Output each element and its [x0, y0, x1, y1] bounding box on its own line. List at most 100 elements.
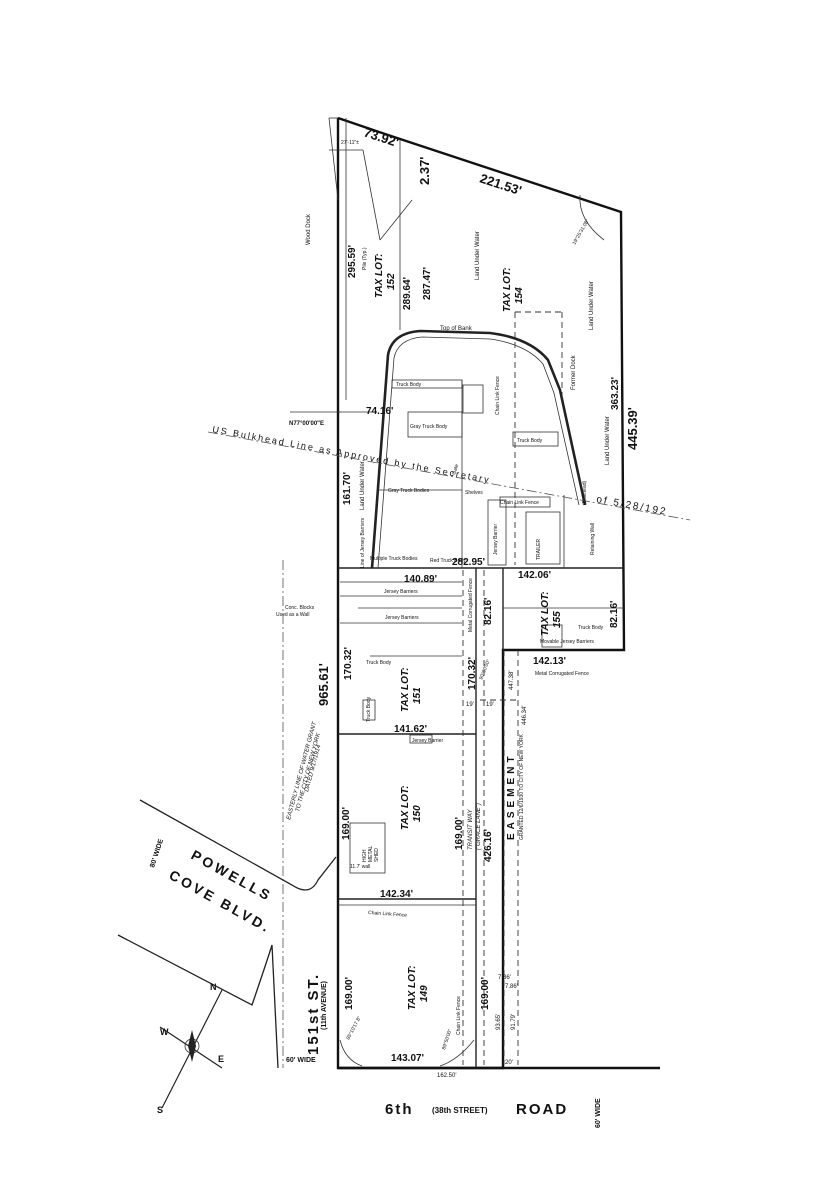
- jersey-barriers-2: Jersey Barriers: [385, 615, 419, 621]
- red-truck-body: Red Truck Body: [430, 558, 466, 564]
- multiple-truck-bodies: Multiple Truck Bodies: [370, 556, 418, 562]
- shed-label-3: SHED: [374, 848, 380, 862]
- line-jersey-barriers: Line of Jersey Barriers: [360, 517, 366, 568]
- easement-sub: GRANTED 12/6/1930 TO CITY OF NEW YORK: [519, 734, 525, 840]
- retaining-wall: Retaining Wall: [590, 523, 596, 555]
- tax-lot-154: TAX LOT: 154: [502, 267, 525, 312]
- dim-19-b: 19': [486, 702, 494, 708]
- angle-arcs: [339, 194, 605, 1067]
- dim-7-86-b: 7.86': [505, 984, 518, 990]
- tax-lot-152: TAX LOT: 152: [374, 253, 397, 298]
- dim-74-16: 74.16': [366, 406, 393, 417]
- shelves-label: Shelves: [465, 490, 483, 496]
- land-under-water-3: Land Under Water: [605, 416, 611, 465]
- dim-289-64: 289.64': [402, 277, 413, 310]
- dim-170-32-b: 170.32': [467, 657, 478, 690]
- dim-426-16: 426.16': [483, 829, 494, 862]
- gate-label: Gate: [451, 463, 460, 475]
- wood-dock: [328, 117, 413, 241]
- dim-143-07: 143.07': [391, 1053, 424, 1064]
- land-under-water-2: Land Under Water: [589, 281, 595, 330]
- truck-body-5: Truck Body: [366, 696, 372, 722]
- bulkhead-date: of 5/28/192: [595, 494, 668, 518]
- dim-287-47: 287.47': [422, 267, 433, 300]
- land-under-water-1: Land Under Water: [475, 231, 481, 280]
- truck-body-1: Truck Body: [396, 382, 422, 388]
- small-dim-label: 27'-11"±: [341, 140, 359, 146]
- land-under-water-4: Land Under Water: [360, 461, 366, 510]
- dim-169-00-c: 169.00': [344, 977, 355, 1010]
- shed-dim: 11.7' wall: [350, 864, 370, 870]
- dim-162-50: 162.50': [437, 1073, 457, 1079]
- gray-truck-body-1: Gray Truck Body: [410, 424, 448, 430]
- dim-221-53: 221.53': [478, 171, 523, 199]
- tax-lot-149-number: 149: [419, 985, 430, 1002]
- dim-91-79: 91.79': [511, 1014, 517, 1030]
- easement-label: EASEMENT: [506, 752, 517, 840]
- tax-lot-155-number: 155: [552, 611, 563, 628]
- street-6th-sub: (38th STREET): [432, 1106, 488, 1115]
- conc-blocks-2: Used as a Wall: [276, 612, 309, 618]
- chain-link-fence-2: Chain Link Fence: [495, 376, 501, 415]
- dim-169-00-a: 169.00': [341, 807, 352, 840]
- tax-lot-155: TAX LOT: 155: [540, 591, 563, 636]
- shed-label-1: HIGH: [362, 849, 368, 862]
- dim-169-00-d: 169.00': [480, 977, 491, 1010]
- former-dock-label: Former Dock: [571, 354, 577, 390]
- dim-295-59: 295.59': [347, 245, 358, 278]
- jersey-barrier-1: Jersey Barrier: [412, 738, 443, 744]
- truck-body-4: Truck Body: [366, 660, 392, 666]
- lot-lines: [338, 118, 624, 1068]
- dim-142-13: 142.13': [533, 656, 566, 667]
- pile-label: Pile (Typ.): [362, 247, 368, 270]
- dim-965-61: 965.61': [316, 663, 331, 706]
- dim-82-16-b: 82.16': [609, 601, 620, 628]
- tax-lot-155-label: TAX LOT:: [540, 591, 551, 636]
- bearing-label: N77°00'00"E: [289, 421, 324, 427]
- jersey-barrier-2: Jersey Barrier: [493, 524, 499, 555]
- bulkhead-line: [207, 411, 691, 521]
- top-of-bank-label: Top of Bank: [440, 326, 473, 332]
- site-features: [338, 379, 624, 906]
- tax-lot-151-number: 151: [412, 687, 423, 704]
- arc-label-3: 89°50'00": [441, 1028, 453, 1050]
- wood-dock-label: Wood Dock: [306, 213, 312, 245]
- street-151st-sub: (11th AVENUE): [321, 981, 328, 1030]
- shed-label-2: METAL: [368, 845, 374, 862]
- dim-169-00-b: 169.00': [454, 817, 465, 850]
- chain-link-fence-4: Chain Link Fence: [456, 996, 462, 1035]
- dim-7-86-a: 7.86': [498, 975, 511, 981]
- dim-82-16-a: 82.16': [483, 598, 494, 625]
- property-boundary: [329, 116, 660, 1070]
- truck-body-2: Truck Body: [517, 438, 543, 444]
- street-6th-width: 60' WIDE: [595, 1098, 602, 1128]
- street-151st: 151st ST.: [305, 973, 322, 1055]
- arc-label-2: 85°10'17.8": [345, 1015, 362, 1041]
- trailer-label: TRAILER: [536, 538, 542, 560]
- tax-lot-149-label: TAX LOT:: [407, 965, 418, 1010]
- tax-lot-151: TAX LOT: 151: [400, 667, 423, 712]
- tax-lot-154-number: 154: [514, 287, 525, 304]
- dim-19-a: 19': [466, 702, 474, 708]
- tax-lot-154-label: TAX LOT:: [502, 267, 513, 312]
- transit-way-1: TRANSIT WAY: [468, 809, 474, 850]
- tax-lot-150-label: TAX LOT:: [400, 785, 411, 830]
- dim-140-89: 140.89': [404, 574, 437, 585]
- chain-link-fence-1: Chain Link Fence: [500, 500, 539, 506]
- dim-446-34: 446.34': [522, 706, 528, 726]
- tax-lot-150-number: 150: [412, 805, 423, 822]
- north-arrow: [159, 989, 223, 1109]
- movable-jersey: Movable Jersey Barriers: [540, 639, 594, 645]
- jersey-barriers-1: Jersey Barriers: [384, 589, 418, 595]
- street-road: ROAD: [516, 1101, 568, 1118]
- compass-w: W: [160, 1027, 169, 1037]
- dim-73-92: 73.92': [362, 125, 401, 150]
- street-6th: 6th: [385, 1101, 414, 1118]
- metal-fence-2: Metal Corrugated Fence: [535, 671, 589, 677]
- truck-body-3: Truck Body: [578, 625, 604, 631]
- dim-363-23: 363.23': [610, 377, 621, 410]
- arc-label-1: 19°25'31.08": [572, 218, 591, 246]
- bulkhead-note: (Bulkhead): [582, 480, 588, 505]
- powells-cove-curve: [117, 799, 337, 1069]
